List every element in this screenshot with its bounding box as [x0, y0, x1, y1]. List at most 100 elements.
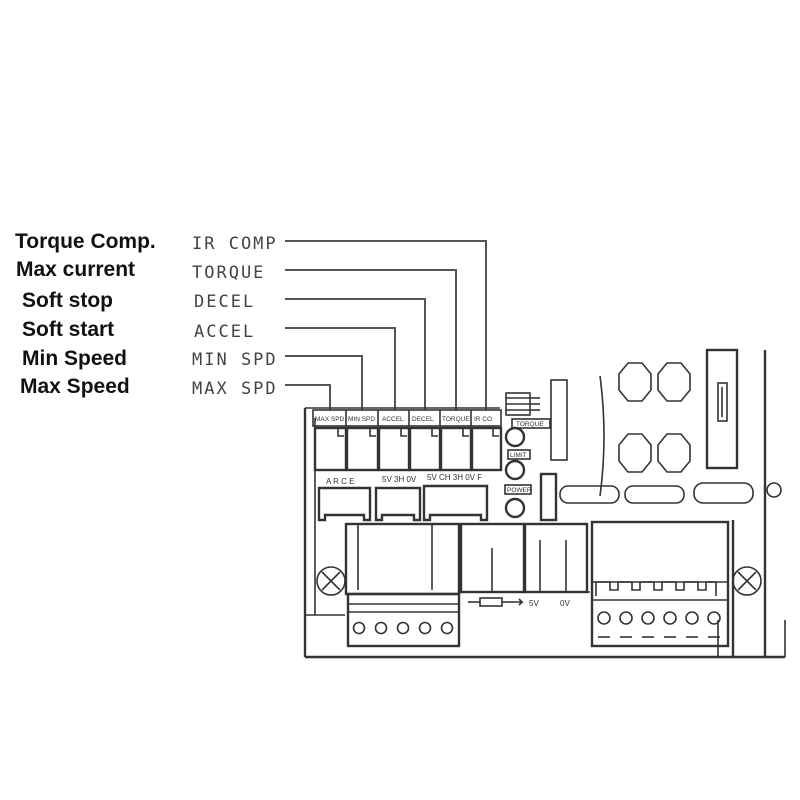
potentiometer-ir-comp[interactable] — [470, 426, 503, 472]
fuse-2 — [624, 485, 685, 504]
pot-label-accel: ACCEL — [194, 322, 255, 342]
connector-5v-3h-0v[interactable] — [374, 486, 422, 522]
potentiometer-row — [313, 426, 503, 472]
mount-holes — [316, 566, 762, 596]
connector-tag-5v-3h-0v: 5V 3H 0V — [382, 475, 417, 484]
pot-notch — [492, 428, 499, 437]
jumper-tag-box — [511, 418, 551, 429]
jumper-block: TORQUE — [505, 379, 568, 461]
pot-label-torque: TORQUE — [192, 263, 265, 283]
label-soft-stop: Soft stop — [22, 289, 113, 312]
pot-tag-torque: TORQUE — [442, 416, 470, 423]
pot-label-min-spd: MIN SPD — [192, 350, 278, 370]
potentiometer-decel[interactable] — [408, 426, 442, 472]
potentiometer-torque[interactable] — [439, 426, 473, 472]
capacitor-3 — [618, 433, 652, 473]
pot-label-decel: DECEL — [194, 292, 255, 312]
leader-lines — [285, 240, 487, 410]
led-group: LIMIT POWER — [504, 426, 558, 522]
pot-tag-min-spd: MIN SPD — [348, 416, 375, 423]
fuse-1 — [559, 485, 620, 504]
terminal-block-right — [590, 520, 730, 648]
trim-pot[interactable] — [479, 597, 503, 607]
screw-terminal[interactable] — [663, 611, 677, 625]
terminal-block-right-body — [590, 520, 730, 648]
led-power — [504, 497, 526, 519]
led-tag-limit: LIMIT — [510, 452, 527, 459]
pot-tag-strip — [312, 409, 502, 427]
label-max-speed: Max Speed — [20, 375, 130, 398]
potentiometer-strip: MAX SPD MIN SPD ACCEL DECEL TORQUE IR CO — [312, 409, 503, 472]
capacitor-1 — [618, 362, 652, 402]
board-outline — [303, 350, 786, 659]
leader-line-decel — [285, 298, 426, 410]
heatsink-module — [705, 348, 782, 498]
terminal-block-left-body — [346, 592, 461, 648]
potentiometer-accel[interactable] — [377, 426, 411, 472]
screw-terminal[interactable] — [418, 621, 432, 635]
leader-line-torque — [285, 269, 457, 410]
jumper-tag-torque: TORQUE — [516, 421, 544, 428]
pot-tag-max-spd: MAX SPD — [315, 416, 345, 423]
relay-left — [344, 522, 461, 596]
pot-notch — [369, 428, 376, 437]
label-min-speed: Min Speed — [22, 347, 127, 370]
capacitor-cluster — [599, 362, 691, 497]
leader-line-min-spd — [285, 355, 363, 410]
label-soft-start: Soft start — [22, 318, 114, 341]
leader-line-accel — [285, 327, 396, 410]
board-curve — [599, 375, 605, 497]
screw-terminal[interactable] — [440, 621, 454, 635]
pot-notch — [400, 428, 407, 437]
screw-terminal[interactable] — [641, 611, 655, 625]
fuse-3 — [693, 482, 754, 504]
mount-hole-right — [766, 482, 782, 498]
screw-terminal[interactable] — [619, 611, 633, 625]
trim-pot-tag-5v: 5V — [529, 599, 539, 608]
relay-section: 5V 0V — [344, 522, 590, 608]
fuse-row — [559, 482, 754, 504]
screw-terminal[interactable] — [352, 621, 366, 635]
english-label-list: Torque Comp. Max current Soft stop Soft … — [15, 230, 156, 398]
pot-notch — [462, 428, 469, 437]
led-torque-indicator — [504, 426, 526, 448]
screw-terminal[interactable] — [707, 611, 721, 625]
screw-terminal[interactable] — [374, 621, 388, 635]
pot-label-list: IR COMP TORQUE DECEL ACCEL MIN SPD MAX S… — [192, 234, 278, 399]
potentiometer-min-spd[interactable] — [345, 426, 380, 472]
capacitor-4 — [657, 433, 691, 473]
potentiometer-max-spd[interactable] — [313, 426, 348, 472]
label-torque-comp: Torque Comp. — [15, 230, 156, 253]
screw-terminal[interactable] — [597, 611, 611, 625]
leader-line-ir-comp — [285, 240, 487, 410]
mount-hole-right-cross — [737, 571, 757, 591]
terminal-block-right-teeth — [595, 581, 717, 596]
fuse-holder — [539, 472, 558, 522]
connector-tag-arce: A R C E — [326, 477, 354, 486]
led-tag-limit-box — [507, 449, 531, 460]
terminal-block-left — [346, 592, 461, 648]
capacitor-2 — [657, 362, 691, 402]
trim-pot-arrow-icon — [514, 598, 524, 606]
connector-tag-5v-ch-3h-0v-f: 5V CH 3H 0V F — [427, 473, 482, 482]
capacitor-strip — [550, 379, 568, 461]
mount-hole-left-cross — [321, 571, 341, 591]
trim-pot-tag-0v: 0V — [560, 599, 570, 608]
heatsink-frame — [705, 348, 739, 470]
mount-hole-left — [316, 566, 346, 596]
screw-terminal[interactable] — [396, 621, 410, 635]
mount-hole-right-ring — [732, 566, 762, 596]
led-tag-power: POWER — [507, 487, 532, 494]
mount-hole-left-ring — [316, 566, 346, 596]
pot-tag-ir-comp: IR CO — [474, 416, 492, 423]
led-limit — [504, 459, 526, 481]
label-max-current: Max current — [16, 258, 135, 281]
pot-label-ir-comp: IR COMP — [192, 234, 278, 254]
screw-terminal[interactable] — [685, 611, 699, 625]
mount-hole-lower-right — [732, 566, 762, 596]
pot-tag-accel: ACCEL — [382, 416, 404, 423]
connector-arce[interactable] — [317, 486, 372, 522]
pot-label-max-spd: MAX SPD — [192, 379, 278, 399]
connector-5v-ch-3h-0v-f[interactable] — [422, 484, 489, 522]
